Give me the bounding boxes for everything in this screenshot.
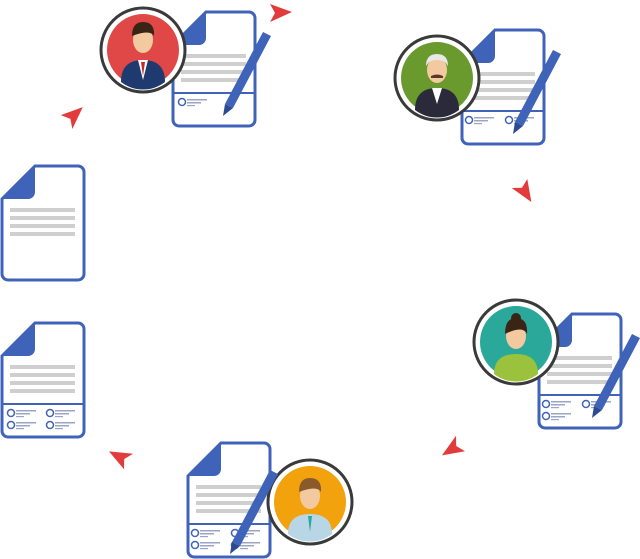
arrow-icon — [511, 178, 539, 208]
arrow-icon — [270, 4, 292, 22]
arrow-icon — [436, 435, 466, 463]
document-signature-1 — [171, 10, 271, 128]
avatar-man-red — [99, 6, 187, 94]
document-unsigned — [0, 164, 86, 282]
avatar-man-orange — [266, 458, 354, 546]
avatar-older-man-green — [393, 34, 481, 122]
arrow-icon — [104, 442, 134, 470]
avatar-woman-teal — [472, 298, 560, 386]
arrow-icon — [60, 101, 90, 129]
document-fully-signed — [0, 321, 86, 439]
